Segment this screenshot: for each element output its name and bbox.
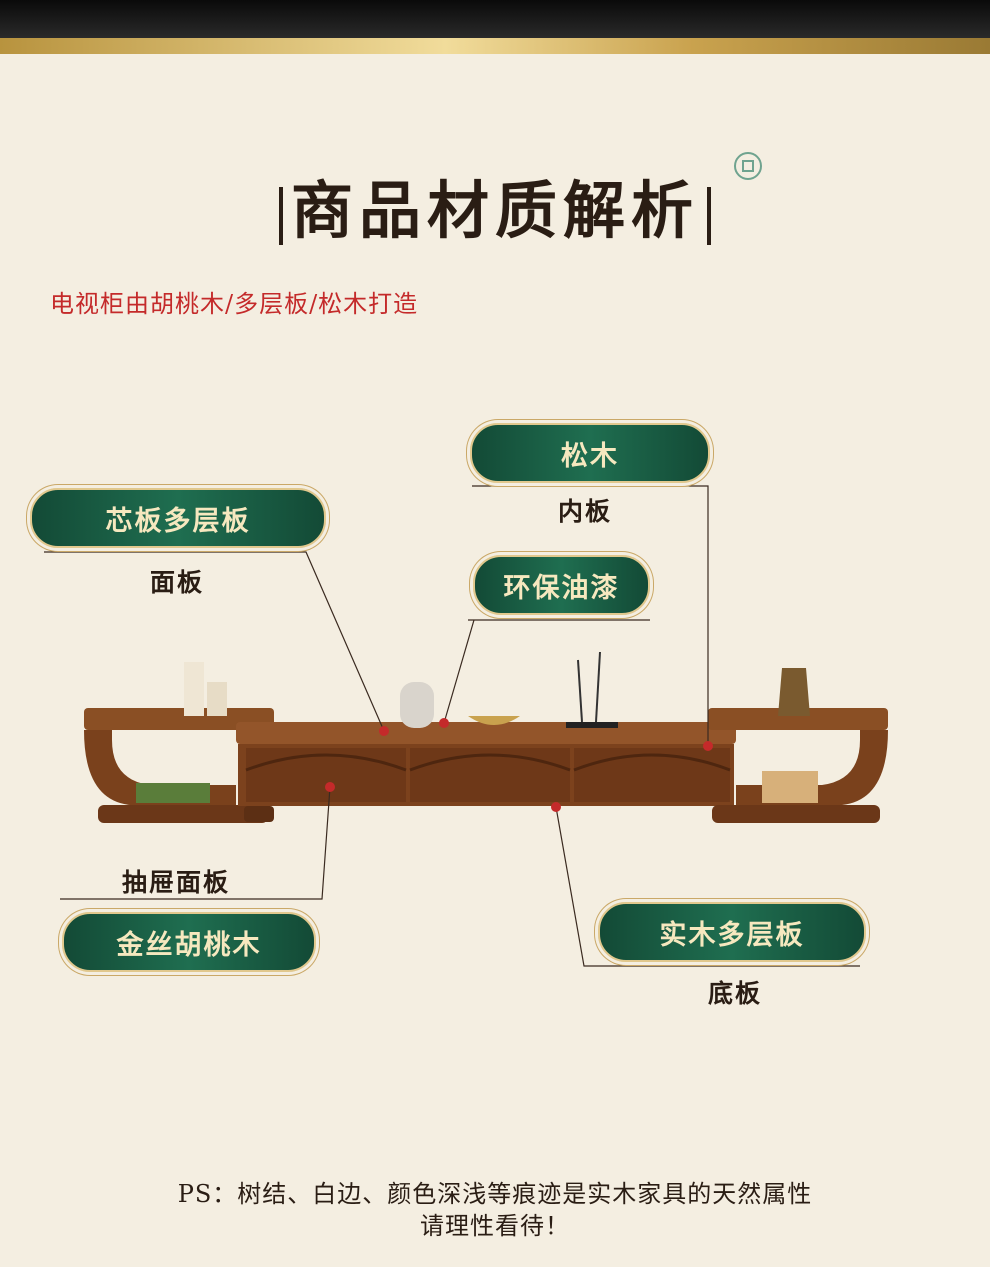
badge-pine: 松木 (470, 423, 710, 483)
page-title: 商品材质解析 (0, 160, 990, 250)
label-inner-panel: 内板 (558, 497, 613, 526)
title-bar-right (707, 187, 711, 245)
top-dark-bar (0, 0, 990, 38)
label-top-panel: 面板 (150, 568, 205, 597)
label-bottom-panel: 底板 (708, 979, 763, 1008)
badge-solid-plywood: 实木多层板 (598, 902, 866, 962)
gold-divider (0, 38, 990, 54)
badge-eco-paint: 环保油漆 (473, 555, 650, 615)
title-bar-left (278, 187, 283, 245)
page-title-text: 商品材质解析 (290, 174, 699, 247)
disclaimer-note: PS：树结、白边、颜色深浅等痕迹是实木家具的天然属性 请理性看待！ (0, 1178, 990, 1242)
badge-core-plywood: 芯板多层板 (30, 488, 326, 548)
disclaimer-line-2: 请理性看待！ (420, 1212, 570, 1240)
badge-golden-walnut: 金丝胡桃木 (62, 912, 316, 972)
seal-icon (734, 152, 762, 180)
label-drawer-panel: 抽屉面板 (122, 868, 231, 897)
subtitle: 电视柜由胡桃木/多层板/松木打造 (50, 290, 419, 318)
disclaimer-line-1: PS：树结、白边、颜色深浅等痕迹是实木家具的天然属性 (177, 1180, 813, 1208)
